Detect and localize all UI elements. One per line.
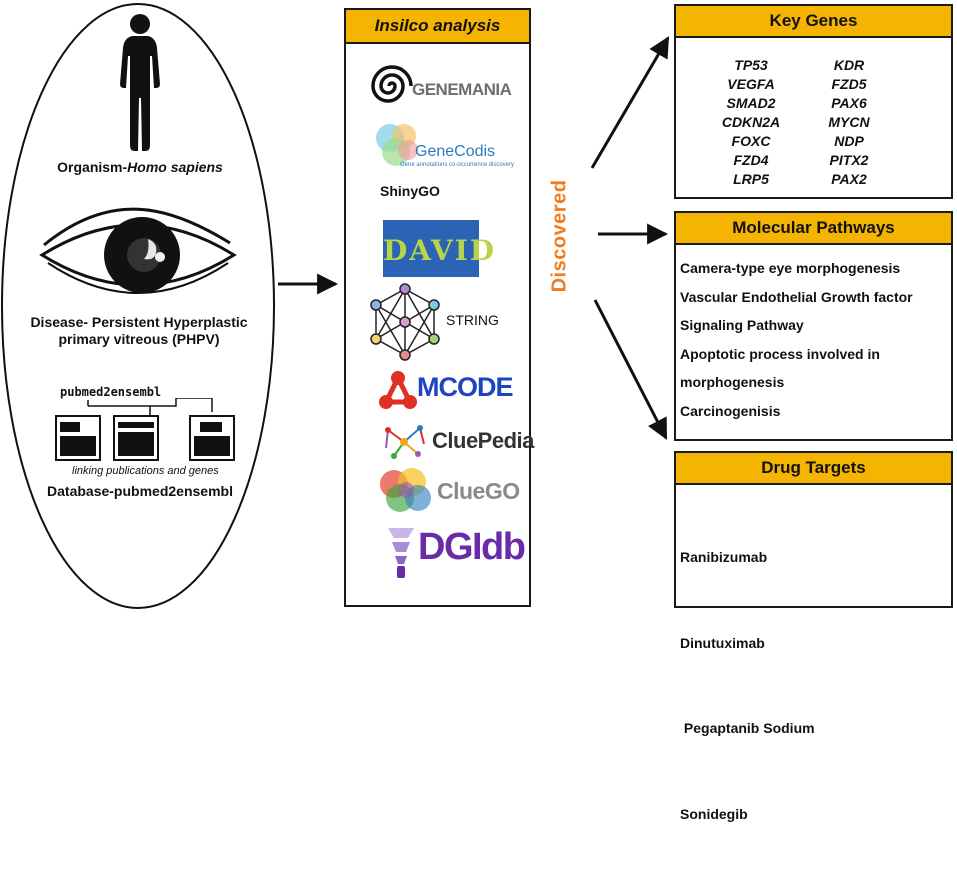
gene-name: NDP	[834, 133, 864, 149]
david-text: DAVID	[383, 234, 497, 267]
discovered-label: Discovered	[548, 179, 571, 293]
genecodis-text: GeneCodis	[415, 143, 496, 160]
drug-item: Sonidegib	[680, 805, 748, 822]
shinygo-text: ShinyGO	[380, 183, 440, 199]
genemania-logo	[371, 65, 413, 103]
arrow-to-drug-targets	[593, 299, 668, 440]
string-text: STRING	[446, 312, 499, 328]
gene-name: PAX2	[831, 171, 867, 187]
genemania-text: GENEMANIA	[412, 80, 512, 99]
genecodis-logo	[376, 124, 418, 166]
molecular-pathways-header: Molecular Pathways	[676, 213, 951, 245]
insilico-analysis-header: Insilco analysis	[346, 10, 529, 44]
key-genes-header: Key Genes	[676, 6, 951, 38]
genecodis-tagline: Gene annotations co-occurrence discovery	[400, 162, 515, 168]
database-label: Database-pubmed2ensembl	[47, 483, 233, 499]
gene-name: FOXC	[731, 133, 771, 149]
human-silhouette-icon	[120, 14, 160, 151]
gene-name: LRP5	[733, 171, 769, 187]
pubmed2ensembl-logo	[55, 398, 235, 461]
organism-prefix: Organism-	[57, 159, 128, 175]
gene-name: MYCN	[828, 114, 870, 130]
drug-targets-header: Drug Targets	[676, 453, 951, 485]
pubmed2ensembl-tagline: linking publications and genes	[72, 465, 219, 477]
molecular-pathways-box: Molecular Pathways Camera-type eye morph…	[674, 211, 953, 441]
key-genes-column-2: KDR FZD5 PAX6 MYCN NDP PITX2 PAX2	[804, 56, 894, 189]
gene-name: PITX2	[829, 152, 869, 168]
key-genes-box: Key Genes TP53 VEGFA SMAD2 CDKN2A FOXC F…	[674, 4, 953, 199]
cluepedia-logo	[385, 425, 425, 459]
drug-list: Ranibizumab Dinutuximab Pegaptanib Sodiu…	[680, 486, 815, 885]
david-logo: DAVID	[383, 220, 497, 277]
diagram-canvas	[1, 3, 670, 609]
pathway-item: Carcinogenisis	[680, 402, 781, 419]
gene-name: VEGFA	[727, 76, 775, 92]
cluego-logo	[380, 468, 431, 512]
organism-label: Organism-Homo sapiens	[40, 159, 240, 176]
cluego-text: ClueGO	[437, 478, 520, 504]
pathway-item: Signaling Pathway	[680, 317, 804, 333]
disease-line-2: primary vitreous (PHPV)	[58, 331, 220, 347]
gene-name: PAX6	[831, 95, 867, 111]
disease-label: Disease- Persistent Hyperplastic primary…	[14, 314, 264, 348]
gene-name: CDKN2A	[721, 114, 781, 130]
disease-line-1: Disease- Persistent Hyperplastic	[30, 314, 248, 330]
cluepedia-text: CluePedia	[432, 428, 534, 453]
string-network-icon	[370, 283, 440, 361]
drug-targets-box: Drug Targets Ranibizumab Dinutuximab Peg…	[674, 451, 953, 822]
arrow-to-key-genes	[590, 36, 670, 169]
dgidb-logo	[388, 528, 414, 578]
mcode-text: MCODE	[417, 372, 513, 402]
gene-name: SMAD2	[726, 95, 776, 111]
gene-name: KDR	[833, 57, 865, 73]
insilico-analysis-box: Insilco analysis	[344, 8, 531, 607]
key-genes-column-1: TP53 VEGFA SMAD2 CDKN2A FOXC FZD4 LRP5	[706, 56, 796, 189]
input-ellipse	[1, 3, 275, 609]
pathway-list: Camera-type eye morphogenesis Vascular E…	[680, 254, 913, 425]
gene-name: TP53	[734, 57, 768, 73]
pathway-item: morphogenesis	[680, 374, 785, 390]
pubmed2ensembl-logo-title: pubmed2ensembl	[60, 385, 162, 399]
organism-name: Homo sapiens	[127, 159, 223, 175]
gene-name: FZD5	[831, 76, 867, 92]
drug-item: Dinutuximab	[680, 634, 765, 651]
gene-name: FZD4	[733, 152, 769, 168]
drug-item: Pegaptanib Sodium	[680, 720, 815, 736]
dgidb-text: DGIdb	[418, 526, 526, 568]
pathway-item: Apoptotic process involved in	[680, 345, 880, 362]
mcode-logo	[379, 371, 417, 409]
pathway-item: Vascular Endothelial Growth factor	[680, 288, 913, 305]
pathway-item: Camera-type eye morphogenesis	[680, 260, 901, 276]
drug-item: Ranibizumab	[680, 549, 768, 565]
eye-icon	[39, 207, 237, 294]
